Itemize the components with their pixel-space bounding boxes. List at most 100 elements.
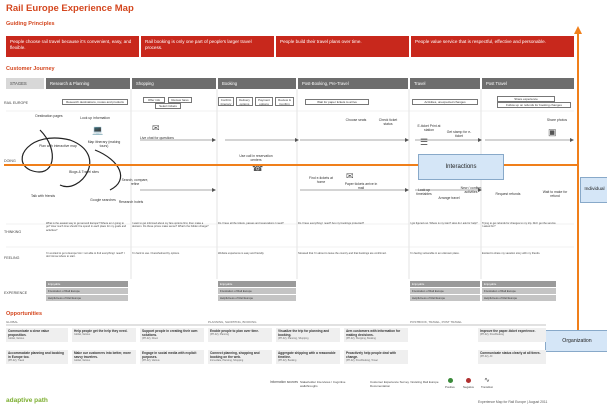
legend-cx: Customer Experience Survey / Existing Ra… <box>370 380 439 388</box>
guiding-principles-heading: Guiding Principles <box>6 21 55 27</box>
opportunity-sub: Global, Various <box>8 337 25 340</box>
thinking-booking: Do I have all the tickets, passes and re… <box>218 222 284 225</box>
sketch-arrange-travel: Arrange travel <box>438 196 460 200</box>
opp-divider <box>6 324 546 326</box>
opp-group-planning: PLANNING, SHOPPING, BOOKING <box>208 320 257 324</box>
footer-credit: Experience Map for Rail Europe | August … <box>478 400 548 404</box>
thinking-postbook: Do I have everything I need? Are my book… <box>298 222 365 225</box>
sketch-choose-seats: Choose seats <box>345 118 367 122</box>
feeling-shopping: I'm hard to use. Overwhelmed by options. <box>132 252 180 255</box>
opportunity-card: Communicate a clear value proposition.Gl… <box>6 328 68 342</box>
touchpoint-share: Share experience <box>497 96 555 102</box>
sketch-wait-refund: Wait to make for refund <box>542 190 568 198</box>
transition-icon: ∿ <box>484 377 490 384</box>
sketch-hotels: Research hotels <box>118 200 144 204</box>
opportunity-card: Support people in creating their own sol… <box>140 328 204 342</box>
experience-bar-research-3: Helpfulness of Rail Europe <box>46 295 128 301</box>
chat-icon: ✉ <box>152 123 160 133</box>
row-label-doing: DOING <box>4 159 16 163</box>
legend-information: Information sources <box>270 380 298 384</box>
opportunity-card: Proactively help people deal with change… <box>344 350 408 364</box>
opp-group-global: GLOBAL <box>6 320 19 324</box>
opportunity-sub: (PH-02), Post-Booking, Travel <box>346 359 378 362</box>
stage-post-booking: Post-Booking, Pre-Travel <box>298 78 408 89</box>
sketch-find-etickets: Find e-tickets at home <box>309 176 333 184</box>
camera-icon: ▣ <box>548 127 557 137</box>
opportunity-card: Arm customers with information for makin… <box>344 328 408 342</box>
footer-brand: adaptive path <box>6 397 48 404</box>
legend-negative: Negative <box>463 385 475 389</box>
sketch-new-activities: New / confirm activities <box>460 186 482 194</box>
experience-bar-post-2: Frustration of Rail Europe <box>482 288 556 294</box>
stage-travel: Travel <box>410 78 480 89</box>
touchpoint-research: Research destinations, routes and produc… <box>62 99 128 105</box>
opportunity-card: Engage in social media with explicit pur… <box>140 350 204 364</box>
legend-positive: Positive <box>445 385 455 389</box>
ticket-icon: ☰ <box>420 137 429 147</box>
opportunity-sub: (PH-02), Planning, Shopping <box>278 337 309 340</box>
opportunity-card: Enable people to plan over time.(PH-02),… <box>208 328 272 342</box>
touchpoint-followup: Follow up on refunds for booking changes <box>497 102 571 108</box>
touchpoint-confirm: Confirm itinerary <box>218 97 234 106</box>
positive-dot-icon <box>448 378 453 383</box>
sketch-interactive-map: Plan with interactive map <box>39 144 77 148</box>
opp-group-postbook: POSTBOOK, TRAVEL, POST TRAVEL <box>410 320 462 324</box>
opportunity-sub: Global, Various <box>74 333 91 336</box>
row-label-rail-europe: RAIL EUROPE <box>4 101 29 105</box>
feeling-booking: Website experience is easy and friendly. <box>218 252 265 255</box>
experience-bar-booking-3: Helpfulness of Rail Europe <box>218 295 296 301</box>
sketch-live-chat: Live chat for questions <box>140 136 174 140</box>
opportunity-sub: (PH-02), Post-Booking <box>480 333 504 336</box>
sketch-get-stamp: Get stamp for e-ticket <box>446 130 472 138</box>
opportunity-sub: Global, Various <box>74 359 91 362</box>
touchpoint-review-confirm: Review & Confirm <box>275 97 294 106</box>
opportunity-text: Proactively help people deal with change… <box>346 351 397 359</box>
opportunity-card: Connect planning, shopping and booking o… <box>208 350 272 364</box>
sketch-share-photos: Share photos <box>546 118 568 122</box>
opportunity-card: Visualize the trip for planning and book… <box>276 328 340 342</box>
opportunity-text: Enable people to plan over time. <box>210 329 259 333</box>
opportunity-text: Make our customers into better, more sav… <box>74 351 131 359</box>
experience-bar-booking-2: Frustration of Rail Europe <box>218 288 296 294</box>
experience-bar-booking-1: Enjoyable <box>218 281 296 287</box>
organization-label: Organization <box>545 330 607 352</box>
sketch-request-refunds: Request refunds <box>495 192 521 196</box>
stage-post-travel: Post Travel <box>482 78 574 89</box>
feeling-travel: I'm feeling vulnerable in an unknown pla… <box>410 252 460 255</box>
opportunity-card: Communicate status clearly at all times.… <box>478 350 546 364</box>
sketch-blogs: Blogs & Travel sites <box>69 170 99 174</box>
opportunity-text: Connect planning, shopping and booking o… <box>210 351 260 359</box>
laptop-icon: 💻 <box>92 125 104 135</box>
sketch-paper-tickets: Paper tickets arrive in mail <box>344 182 378 190</box>
opportunity-card: Make our customers into better, more sav… <box>72 350 136 364</box>
opportunity-card: Accommodate planning and booking in Euro… <box>6 350 68 364</box>
sketch-destination: Destination pages <box>35 114 63 118</box>
touchpoint-offer: Offer info <box>143 97 165 103</box>
stage-booking: Booking <box>218 78 296 89</box>
opportunity-sub: (PH-02), Planning <box>210 333 230 336</box>
thinking-post: Trying to get refunds for changes to my … <box>482 222 556 229</box>
opportunity-text: Improve the paper-ticket experience. <box>480 329 536 333</box>
row-label-thinking: THINKING <box>4 230 22 234</box>
opportunity-card: Aggregate shipping with a reasonable tim… <box>276 350 340 364</box>
experience-bar-travel-1: Enjoyable <box>410 281 480 287</box>
sketch-talk-friends: Talk with friends <box>30 194 56 198</box>
principle-3: People build their travel plans over tim… <box>276 36 409 57</box>
thinking-shopping: I want to get informed about my fare opt… <box>132 222 209 229</box>
touchpoint-wait: Wait for paper tickets to arrive <box>305 99 369 105</box>
touchpoint-select: Select tickets <box>155 103 181 109</box>
opportunity-text: Communicate a clear value proposition. <box>8 329 50 337</box>
experience-bar-travel-3: Helpfulness of Rail Europe <box>410 295 480 301</box>
principle-1: People choose rail travel because it's c… <box>6 36 139 57</box>
sketch-google: Google searches <box>90 198 116 202</box>
stage-dividers <box>6 89 574 279</box>
mail-icon: ✉ <box>346 171 354 181</box>
sketch-map-itinerary: Map itinerary (making tours) <box>87 140 121 148</box>
phone-icon: ☎ <box>252 163 264 173</box>
sketch-eticket-print: E-ticket Print at station <box>417 124 441 132</box>
feeling-post: Excited to share my vacation story with … <box>482 252 541 255</box>
thinking-travel: I got figured out. Where is my train? Ho… <box>410 222 478 225</box>
opportunity-text: Arm customers with information for makin… <box>346 329 401 337</box>
stage-research: Research & Planning <box>46 78 130 89</box>
opportunity-text: Aggregate shipping with a reasonable tim… <box>278 351 336 359</box>
